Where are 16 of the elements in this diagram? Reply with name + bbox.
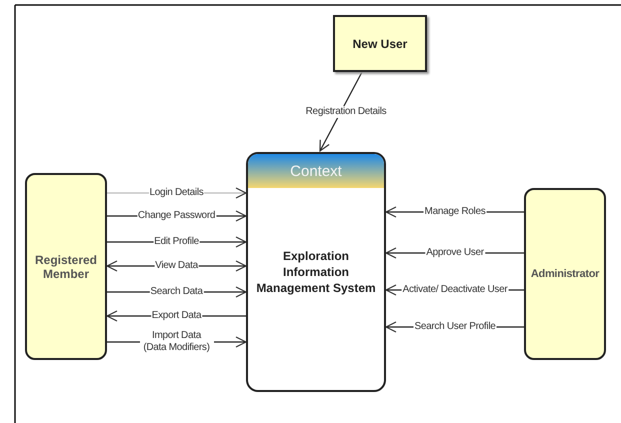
- system-name: Exploration Information Management System: [255, 248, 377, 296]
- edge-label: Registration Details: [304, 106, 388, 118]
- edge-label: Export Data: [150, 310, 202, 322]
- edge-label: Change Password: [136, 210, 216, 222]
- edge-label: Import Data (Data Modifiers): [140, 330, 214, 354]
- edge-label: Approve User: [425, 247, 485, 259]
- edge-label: Login Details: [148, 187, 204, 199]
- header-title: Context: [248, 154, 384, 188]
- entity-box: [333, 15, 427, 72]
- entity-name: Administrator: [530, 268, 600, 280]
- entity-name: Registered Member: [34, 252, 98, 280]
- edge-label: Manage Roles: [424, 206, 486, 218]
- system-box: [246, 152, 386, 392]
- entity-box: [524, 188, 606, 360]
- entity-name: New User: [352, 36, 408, 50]
- entity-box: [25, 173, 107, 360]
